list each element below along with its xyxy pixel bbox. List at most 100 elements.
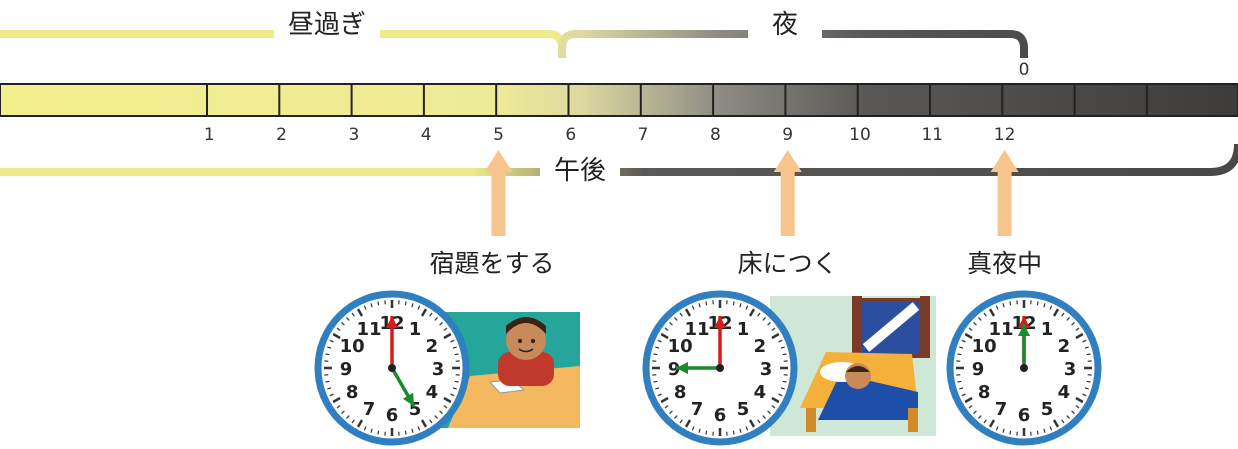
clock-number: 2 [426, 336, 439, 357]
clocks: 1212345678910111212345678910111212345678… [314, 290, 1102, 446]
event-arrow [484, 150, 513, 236]
clock-tick [739, 428, 742, 433]
clock-number: 2 [1058, 336, 1071, 357]
clock-tick [705, 430, 708, 435]
clock-tick [450, 339, 455, 343]
clock-tick [1061, 312, 1065, 317]
hour-tick-label: 2 [276, 125, 288, 145]
clock-tick [1066, 415, 1070, 419]
clock-number: 8 [978, 382, 991, 403]
clock-tick [1061, 419, 1065, 424]
clock-tick [1066, 317, 1070, 321]
event-label: 真夜中 [957, 244, 1053, 280]
clock-tick [973, 410, 977, 414]
clock-tick [417, 305, 421, 310]
clock-tick [434, 415, 438, 419]
clock-tick [653, 353, 658, 356]
clock-tick [341, 322, 345, 326]
clock-tick [452, 346, 457, 349]
clock-tick [454, 353, 459, 356]
clock-number: 10 [668, 336, 693, 357]
clock-center [716, 364, 724, 372]
clock-tick [669, 410, 673, 414]
clock-tick [660, 332, 669, 340]
clock-tick [959, 346, 964, 349]
event-label: 宿題をする [419, 244, 565, 280]
clock-number: 7 [995, 399, 1008, 420]
clock-number: 11 [356, 319, 381, 340]
clock-tick [452, 387, 457, 390]
clock-number: 10 [340, 336, 365, 357]
clock-tick [1043, 428, 1046, 433]
clock: 121234567891011 [946, 290, 1102, 446]
clock-tick [1043, 303, 1046, 308]
clock-tick [655, 387, 660, 390]
clock-tick [657, 339, 662, 343]
hour-tick-label: 1 [203, 125, 215, 145]
clock-tick [684, 419, 692, 428]
event-label: 床につく [727, 244, 848, 280]
clock-tick [443, 396, 452, 404]
clock-tick [660, 396, 669, 404]
clock-center [1020, 364, 1028, 372]
clock-tick [767, 322, 771, 326]
clock-tick [732, 430, 735, 435]
clock-tick [346, 317, 350, 321]
clock-tick [778, 393, 783, 397]
clock-number: 9 [340, 359, 353, 380]
clock-tick [964, 396, 973, 404]
hour-tick-label: 12 [993, 125, 1016, 145]
clock-tick [341, 410, 345, 414]
clock-tick [1052, 308, 1060, 317]
clock-tick [745, 426, 749, 431]
clock-tick [370, 303, 373, 308]
clock-number: 9 [972, 359, 985, 380]
clock-tick [959, 387, 964, 390]
clock-tick [748, 308, 756, 317]
clock-tick [739, 303, 742, 308]
clock-tick [698, 428, 701, 433]
clock-number: 7 [691, 399, 704, 420]
clock-tick [732, 301, 735, 306]
clock-tick [346, 415, 350, 419]
minute-hand-tip [386, 316, 398, 328]
period-label-afternoon-early: 昼過ぎ [274, 8, 381, 42]
clock-tick [443, 405, 448, 409]
clock-tick [1002, 303, 1005, 308]
clock-tick [404, 430, 407, 435]
clock-tick [1009, 430, 1012, 435]
hour-tick-label: 4 [420, 125, 432, 145]
clock-tick [327, 346, 332, 349]
clock-tick [653, 380, 658, 383]
clock-tick [1075, 327, 1080, 331]
clock-tick [1084, 346, 1089, 349]
clock-tick [1002, 428, 1005, 433]
clock-number: 11 [988, 319, 1013, 340]
clock-tick [767, 410, 771, 414]
clock-tick [679, 312, 683, 317]
clock-tick [978, 317, 982, 321]
hour-tick-label: 6 [565, 125, 577, 145]
clock-tick [450, 393, 455, 397]
clock-number: 6 [386, 405, 399, 426]
clock-tick [1086, 353, 1091, 356]
hour-hand-tip [402, 392, 414, 407]
clock-tick [1075, 405, 1080, 409]
clock-number: 1 [409, 319, 422, 340]
clock-tick [332, 396, 341, 404]
clock-tick [988, 308, 996, 317]
clock-tick [377, 430, 380, 435]
clock-tick [329, 393, 334, 397]
clock-tick [679, 419, 683, 424]
clock-tick [674, 317, 678, 321]
clock-tick [664, 405, 669, 409]
clock-tick [961, 339, 966, 343]
hour-tick-label: 3 [348, 125, 360, 145]
clock-tick [325, 380, 330, 383]
clock-tick [1086, 380, 1091, 383]
clock-number: 10 [972, 336, 997, 357]
clock-tick [995, 305, 999, 310]
clock-tick [443, 332, 452, 340]
clock-number: 5 [737, 399, 750, 420]
hour-tick-label: 5 [493, 125, 504, 145]
